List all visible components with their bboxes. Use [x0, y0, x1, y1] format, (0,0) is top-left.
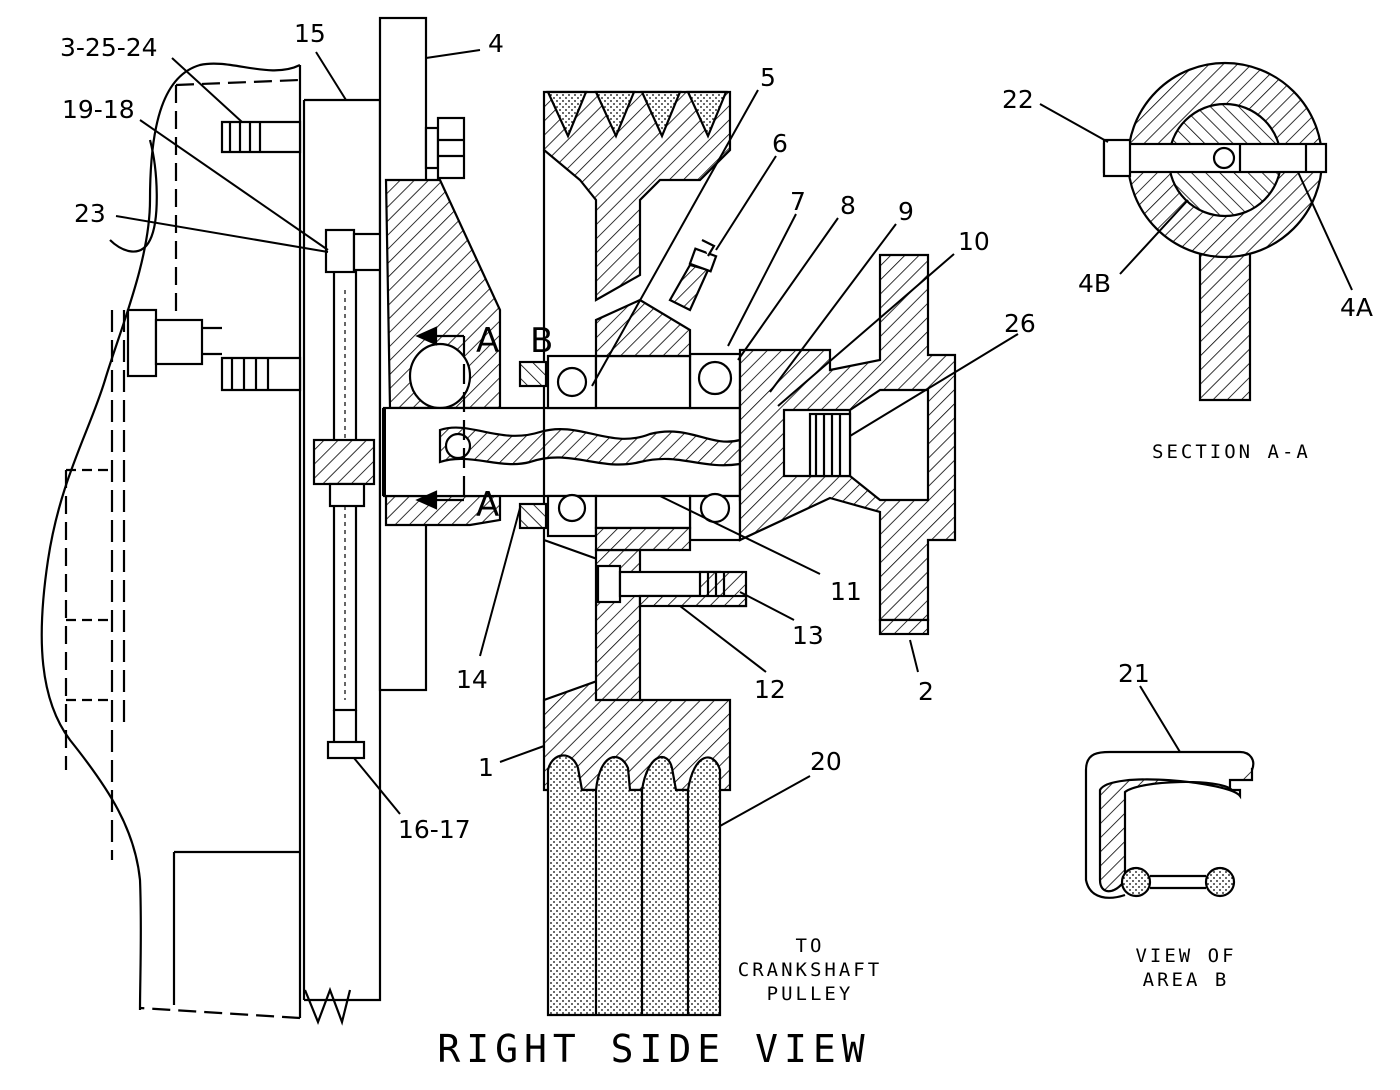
callout-6: 6: [772, 129, 788, 158]
callout-26: 26: [1004, 309, 1036, 338]
shaft: [382, 406, 742, 498]
section-mark-a-top: A: [476, 321, 499, 361]
callout-8: 8: [840, 191, 856, 220]
callout-1: 1: [478, 753, 494, 782]
adjusting-rod: [326, 268, 366, 760]
spacer: [594, 298, 692, 552]
callout-10: 10: [958, 227, 990, 256]
view-area-b-line1: VIEW OF: [1135, 945, 1236, 967]
engine-block-outline: [40, 62, 352, 1026]
callout-3-25-24: 3-25-24: [60, 33, 158, 62]
crankshaft-note-line1: TO: [796, 935, 825, 957]
belt-20: [546, 754, 722, 1017]
section-mark-b: B: [530, 321, 553, 361]
clamp-block: [312, 438, 376, 508]
callout-labels: 3-25-24 15 4 19-18 23 5 6 7 8 9 10 26 11…: [60, 19, 1373, 844]
stud-upper: [220, 120, 302, 154]
section-aa-caption: SECTION A-A: [1152, 441, 1311, 463]
callout-15: 15: [294, 19, 326, 48]
callout-19-18: 19-18: [62, 95, 135, 124]
view-area-b-line2: AREA B: [1143, 969, 1230, 991]
stud-lower: [220, 356, 302, 392]
callout-20: 20: [810, 747, 842, 776]
crankshaft-note-line3: PULLEY: [767, 983, 854, 1005]
section-mark-a-bottom: A: [476, 485, 499, 525]
callout-4: 4: [488, 29, 504, 58]
callout-4a: 4A: [1340, 293, 1373, 322]
bolt-12-13: [596, 564, 748, 608]
callout-7: 7: [790, 187, 806, 216]
seal-14: [518, 360, 548, 530]
callout-22: 22: [1002, 85, 1034, 114]
callout-21: 21: [1118, 659, 1150, 688]
callout-2: 2: [918, 677, 934, 706]
view-title: RIGHT SIDE VIEW: [437, 1027, 870, 1071]
section-markers: A A B: [476, 321, 553, 525]
callout-5: 5: [760, 63, 776, 92]
bearing-inner: [546, 354, 598, 538]
hub-housing: [384, 178, 502, 527]
leader-lines: [115, 49, 1353, 827]
grease-fitting-6: [668, 239, 718, 312]
section-aa-view: [1102, 61, 1328, 402]
callout-11: 11: [830, 577, 862, 606]
callout-23: 23: [74, 199, 106, 228]
crankshaft-note-line2: CRANKSHAFT: [738, 959, 882, 981]
callout-14: 14: [456, 665, 488, 694]
callout-9: 9: [898, 197, 914, 226]
section-cut-line: [415, 326, 466, 510]
plate-bolt: [424, 116, 466, 180]
callout-12: 12: [754, 675, 786, 704]
callout-16-17: 16-17: [398, 815, 471, 844]
callout-13: 13: [792, 621, 824, 650]
view-area-b: [1084, 750, 1255, 899]
block-fitting: [126, 308, 222, 378]
fan-hub-2: [738, 253, 957, 636]
callout-4b: 4B: [1078, 269, 1111, 298]
